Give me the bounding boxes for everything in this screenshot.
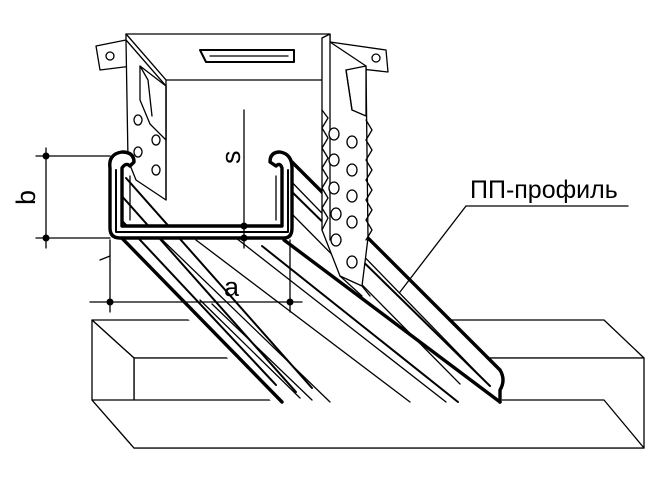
label-profile: ПП-профиль bbox=[470, 176, 618, 204]
dimension-a bbox=[89, 239, 303, 313]
label-b: b bbox=[11, 190, 41, 205]
left-ear-hole bbox=[105, 51, 115, 61]
label-a: a bbox=[224, 272, 240, 302]
left-leg-holes bbox=[133, 114, 161, 176]
profile-cross-section bbox=[108, 150, 294, 240]
right-ear-hole bbox=[371, 53, 381, 63]
dimension-s bbox=[240, 109, 248, 249]
dimension-b bbox=[35, 147, 111, 249]
label-s: s bbox=[216, 151, 246, 165]
direct-hanger bbox=[95, 33, 389, 297]
beam-bottom-strip bbox=[91, 399, 645, 449]
profile-callout bbox=[399, 205, 629, 293]
right-leg-holes bbox=[328, 127, 358, 269]
